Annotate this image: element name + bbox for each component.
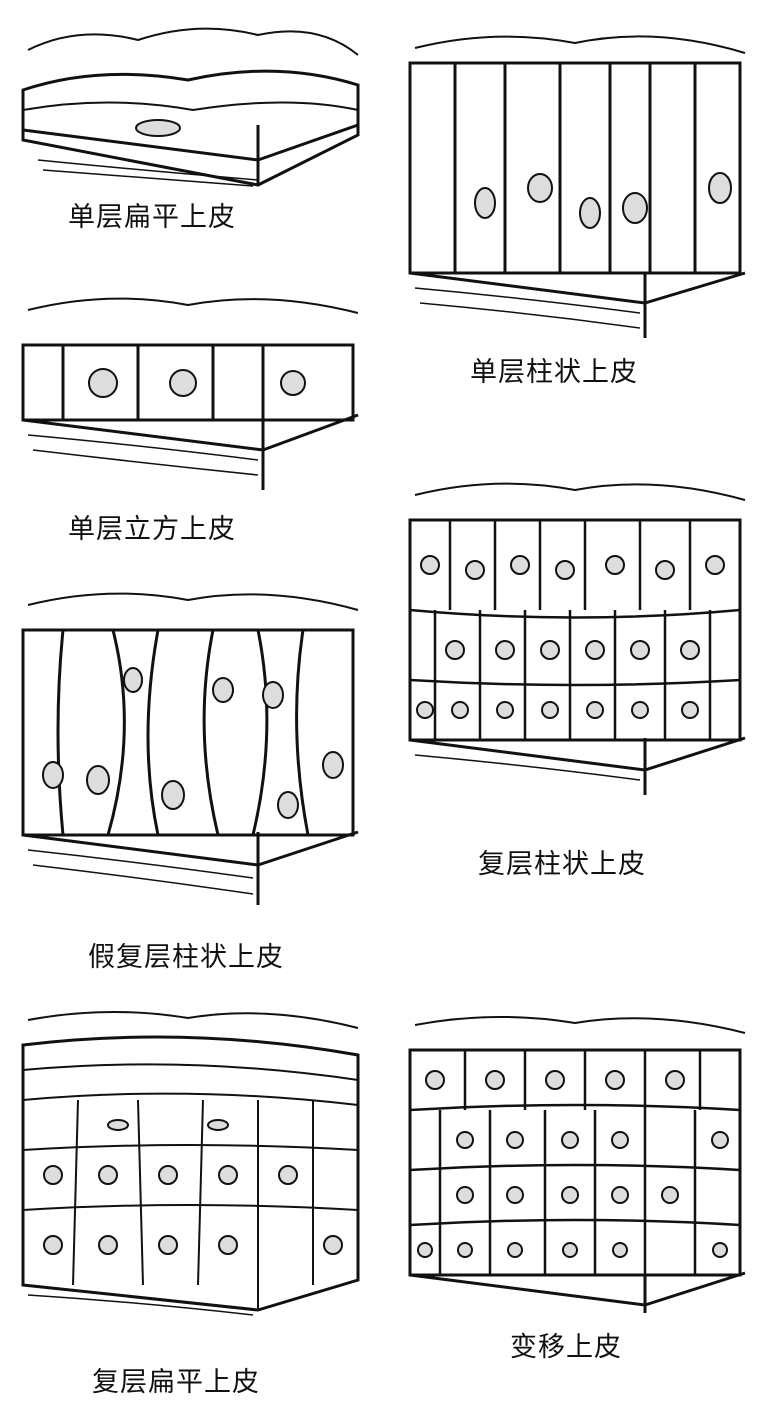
label-stratified-columnar: 复层柱状上皮 — [478, 849, 646, 880]
transitional-drawing — [408, 1015, 746, 1313]
label-simple-cuboidal: 单层立方上皮 — [68, 514, 236, 545]
simple-squamous-drawing — [21, 27, 360, 187]
label-stratified-squamous: 复层扁平上皮 — [92, 1367, 260, 1398]
label-pseudostratified-columnar: 假复层柱状上皮 — [88, 942, 284, 973]
stratified-squamous-illustration — [18, 1000, 363, 1320]
label-simple-squamous: 单层扁平上皮 — [68, 202, 236, 233]
stratified-squamous-drawing — [21, 1010, 360, 1316]
simple-cuboidal-drawing — [21, 297, 359, 490]
simple-cuboidal-illustration — [18, 285, 363, 495]
simple-columnar-illustration — [405, 18, 750, 343]
simple-squamous-illustration — [18, 10, 363, 190]
pseudostratified-columnar-illustration — [18, 580, 363, 910]
stratified-columnar-illustration — [405, 470, 750, 800]
simple-columnar-drawing — [408, 35, 746, 338]
transitional-illustration — [405, 1005, 750, 1315]
label-simple-columnar: 单层柱状上皮 — [470, 357, 638, 388]
stratified-columnar-drawing — [408, 482, 746, 795]
pseudostratified-columnar-drawing — [21, 592, 359, 905]
label-transitional: 变移上皮 — [510, 1332, 622, 1363]
